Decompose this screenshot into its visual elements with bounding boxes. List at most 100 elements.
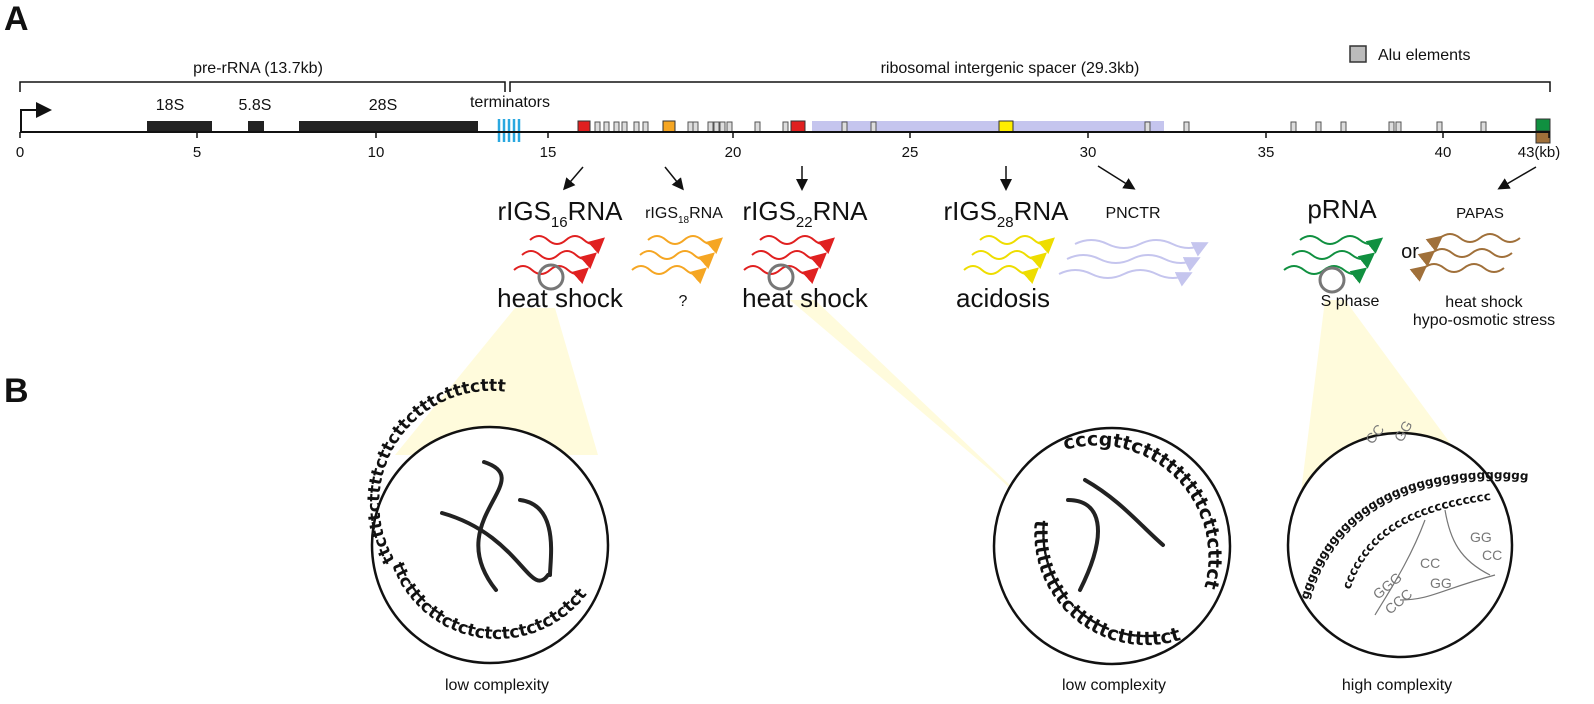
alu-element: [1290, 121, 1297, 133]
papas-label: PAPAS: [1456, 205, 1504, 222]
condition-heat-shock-16: heat shock: [497, 283, 624, 313]
condition-acidosis: acidosis: [956, 283, 1050, 313]
pointer-arrows: [563, 165, 1537, 191]
alu-element: [707, 121, 714, 133]
box-red-22: [790, 120, 806, 133]
alu-element: [1340, 121, 1347, 133]
circle3-pair-4: CC: [1482, 547, 1502, 563]
axis-tick-label: 30: [1080, 144, 1097, 161]
sequence-circle-3: ggggggggggggggggggggggggggggggggggggggg …: [0, 0, 1529, 659]
condition-unknown-18: ?: [679, 293, 688, 310]
pre-rrna-label: pre-rRNA (13.7kb): [193, 60, 323, 77]
alu-element: [1395, 121, 1402, 133]
box-red-16: [577, 120, 591, 133]
gene-28s-label: 28S: [369, 97, 397, 114]
alu-element: [1388, 121, 1395, 133]
alu-element: [692, 121, 699, 133]
rigs22-label: rIGS22RNA: [742, 196, 868, 231]
spacer-bracket: [509, 81, 1551, 92]
rna-wave: [743, 265, 819, 284]
ring-marker-16: [537, 263, 565, 291]
rna-wave: [631, 265, 707, 284]
highlight-cone-1: [395, 308, 598, 455]
rna-wave: [647, 235, 723, 254]
circle3-pair-3: GG: [1470, 529, 1492, 545]
rna-wave: [979, 235, 1055, 254]
circle2-caption: low complexity: [1062, 677, 1166, 694]
condition-papas-hypo-osmotic: hypo-osmotic stress: [1413, 312, 1555, 329]
alu-element: [870, 121, 877, 133]
terminators-label: terminators: [470, 94, 550, 111]
rna-wave: [1058, 269, 1193, 287]
alu-element: [1436, 121, 1443, 133]
gene-18s-label: 18S: [156, 97, 184, 114]
rna-wave: [971, 250, 1047, 269]
terminators: [497, 119, 521, 142]
rna-wave: [1066, 254, 1201, 272]
prna-label: pRNA: [1307, 194, 1377, 224]
rna-wave: [1299, 235, 1384, 254]
rna-wave: [1409, 263, 1505, 282]
pre-rrna-bracket: [19, 81, 506, 92]
gene-28s: [299, 121, 478, 133]
condition-papas-heat-shock: heat shock: [1445, 294, 1523, 311]
gene-18s: [147, 121, 212, 133]
gene-5-8s: [248, 121, 264, 133]
axis-tick-label: 20: [725, 144, 742, 161]
alu-element: [621, 121, 628, 133]
rna-wave: [1425, 233, 1521, 252]
rigs16-label: rIGS16RNA: [497, 196, 623, 231]
axis-tick-label: 43(kb): [1518, 144, 1561, 161]
alu-element: [726, 121, 733, 133]
condition-heat-shock-22: heat shock: [742, 283, 869, 313]
rna-wave: [963, 265, 1039, 284]
alu-element: [1480, 121, 1487, 133]
box-green-prna: [1535, 118, 1551, 132]
circle3-pair-5: GG: [1430, 575, 1452, 591]
axis-tick-label: 35: [1258, 144, 1275, 161]
gene-5-8s-label: 5.8S: [239, 97, 272, 114]
sequence-circle-2: cccgttctttttttttcttcttct ttttttttttctttt…: [0, 0, 1232, 666]
circle3-caption: high complexity: [1342, 677, 1452, 694]
box-yellow-28: [998, 120, 1014, 133]
alu-element: [1315, 121, 1322, 133]
rna-wave: [759, 235, 835, 254]
alu-element: [754, 121, 761, 133]
axis-tick-label: 15: [540, 144, 557, 161]
alu-legend-label: Alu elements: [1378, 47, 1471, 64]
rna-wave: [639, 250, 715, 269]
alu-element: [633, 121, 640, 133]
alu-element: [687, 121, 694, 133]
ring-marker-prna: [1318, 266, 1346, 294]
axis-tick-label: 25: [902, 144, 919, 161]
rna-wave: [1417, 248, 1513, 267]
axis-tick-label: 5: [193, 144, 201, 161]
box-orange-18: [662, 120, 676, 133]
pnctr-label: PNCTR: [1105, 205, 1160, 222]
panel-label-a: A: [4, 0, 29, 38]
rna-waves: [513, 233, 1521, 287]
circle1-caption: low complexity: [445, 677, 549, 694]
alu-element: [594, 121, 601, 133]
rna-wave: [529, 235, 605, 254]
alu-element: [603, 121, 610, 133]
or-label: or: [1401, 241, 1419, 263]
alu-element: [613, 121, 620, 133]
rna-wave: [1291, 250, 1376, 269]
ring-marker-22: [767, 263, 795, 291]
promoter-arrow-icon: [20, 102, 52, 131]
rna-wave: [1074, 239, 1209, 257]
rna-wave: [751, 250, 827, 269]
rna-wave: [521, 250, 597, 269]
rigs18-label: rIGS18RNA: [645, 205, 723, 226]
alu-element: [642, 121, 649, 133]
panel-label-b: B: [4, 372, 29, 410]
alu-element: [719, 121, 726, 133]
pnctr-region: [812, 121, 1164, 131]
alu-element: [713, 121, 720, 133]
alu-legend-swatch: [1349, 45, 1367, 63]
alu-element: [782, 121, 789, 133]
alu-element: [1144, 121, 1151, 133]
